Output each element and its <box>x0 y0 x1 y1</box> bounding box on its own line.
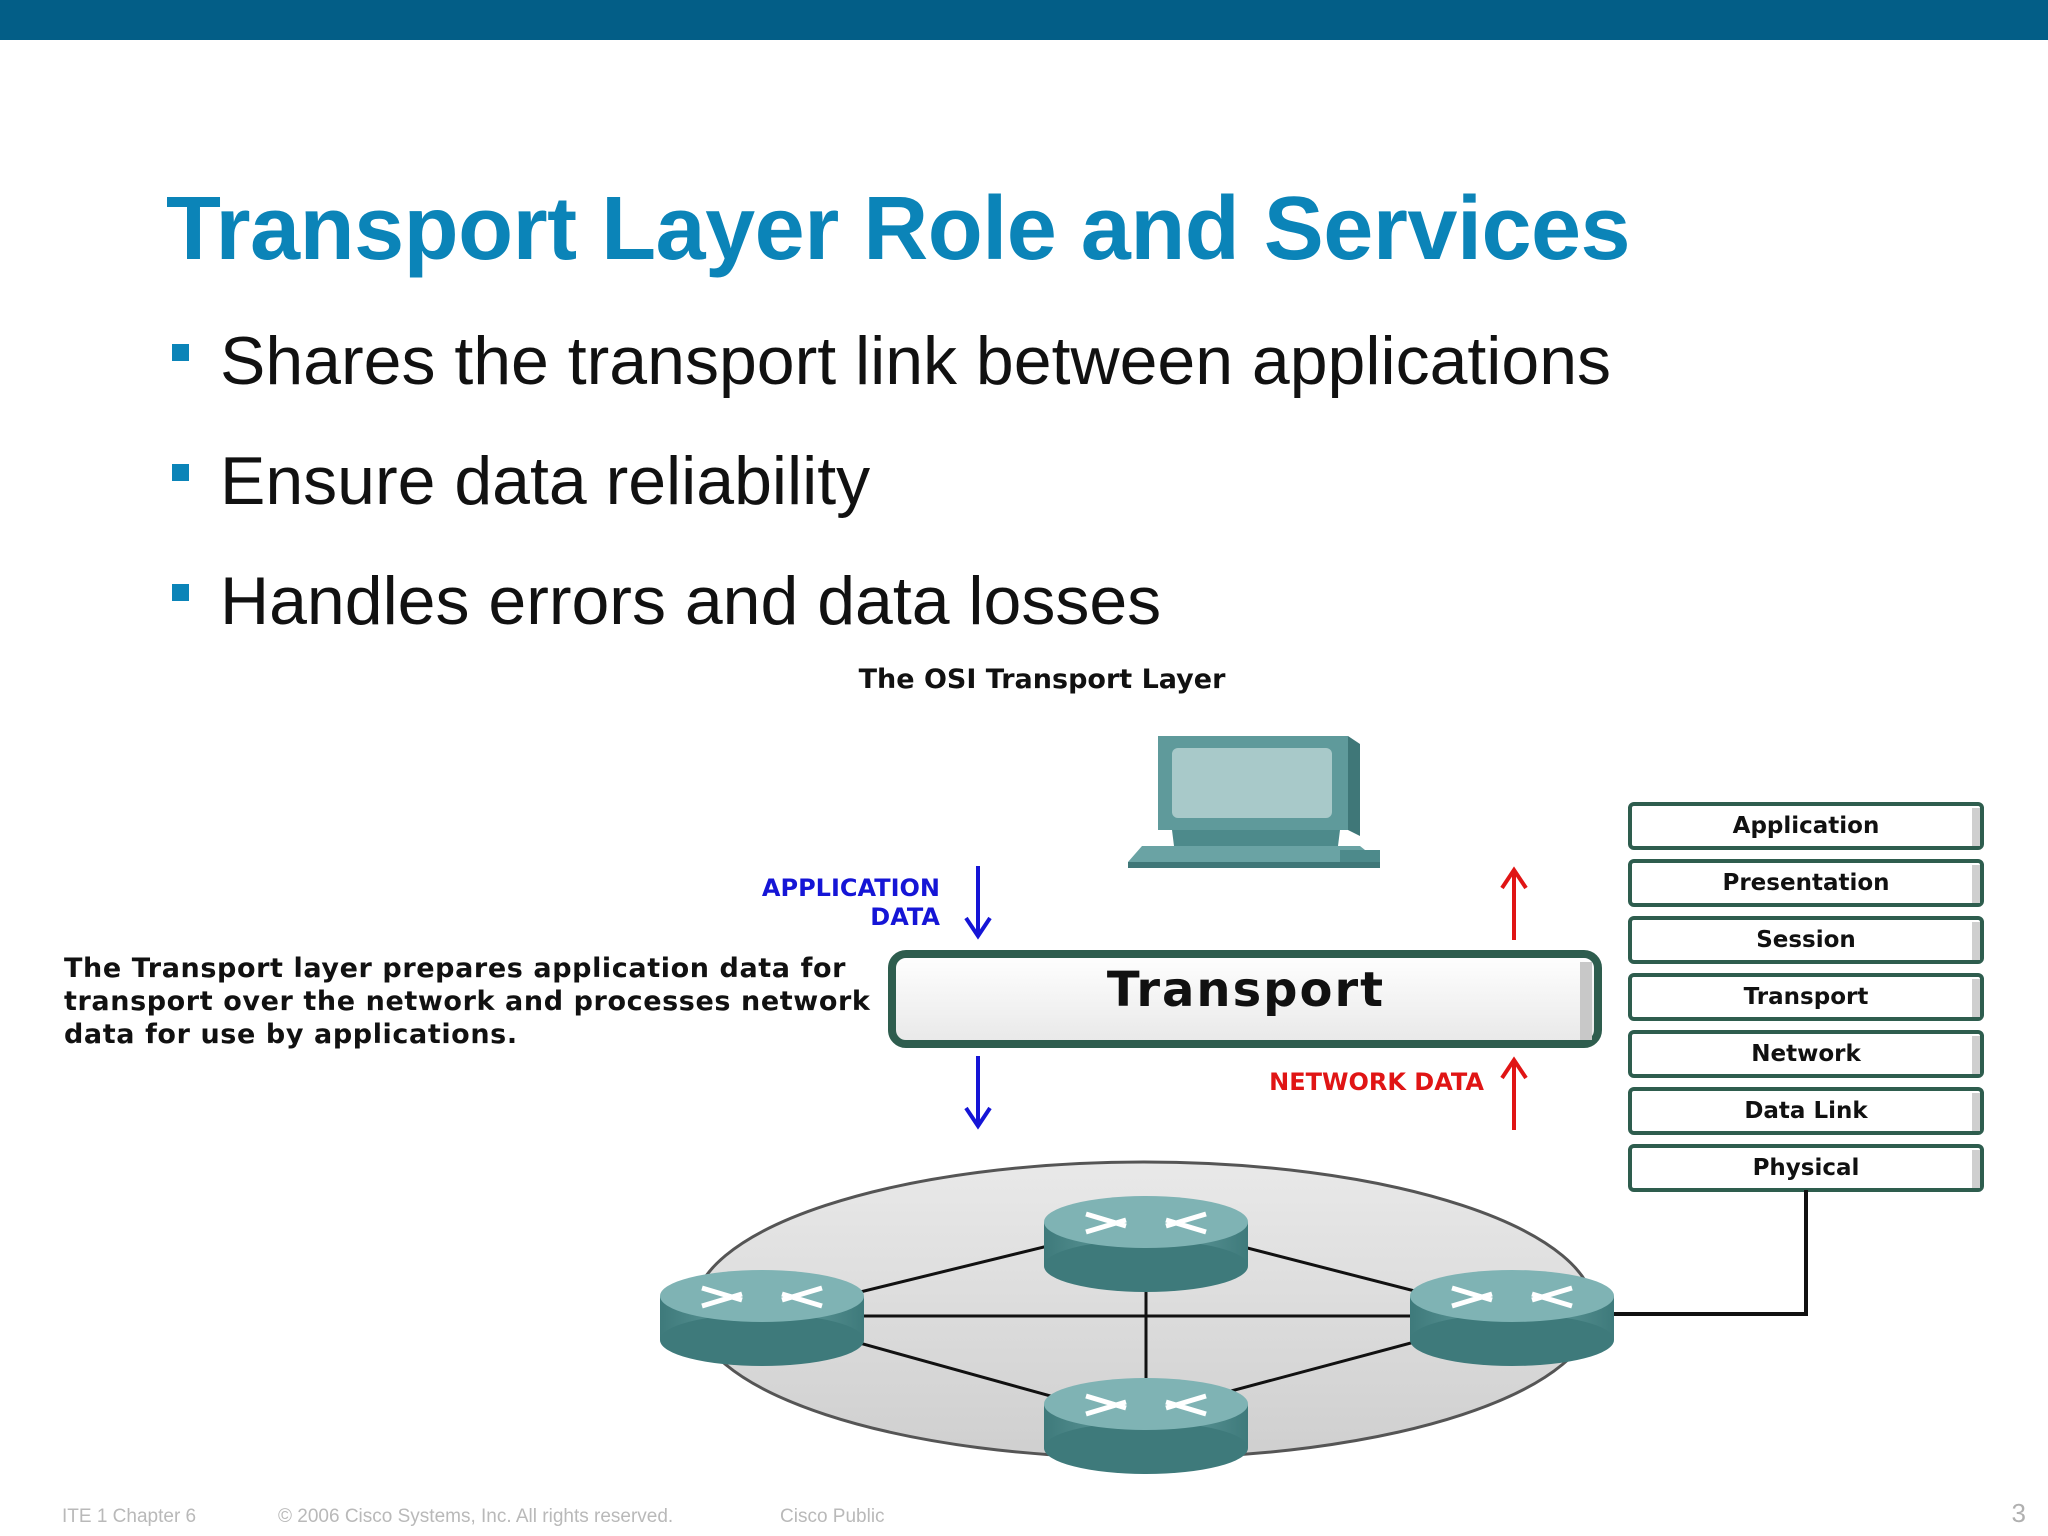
router-icon <box>1044 1196 1248 1292</box>
bullet-square-icon <box>172 464 189 481</box>
osi-stack: Application Presentation Session Transpo… <box>1628 802 1984 1192</box>
figure-description: The Transport layer prepares application… <box>64 953 871 1050</box>
bullet-text: Shares the transport link between applic… <box>220 323 1612 399</box>
osi-layer-label: Network <box>1751 1041 1861 1067</box>
osi-layer-label: Data Link <box>1744 1098 1868 1124</box>
top-bar <box>0 0 2048 40</box>
computer-icon <box>1128 736 1380 868</box>
footer-copyright: © 2006 Cisco Systems, Inc. All rights re… <box>278 1506 674 1527</box>
figure-title: The OSI Transport Layer <box>859 664 1226 695</box>
osi-layer-presentation: Presentation <box>1628 859 1984 907</box>
osi-layer-session: Session <box>1628 916 1984 964</box>
router-icon <box>1044 1378 1248 1474</box>
page-number: 3 <box>2011 1498 2026 1528</box>
physical-link-line <box>1590 1190 1808 1316</box>
osi-layer-physical: Physical <box>1628 1144 1984 1192</box>
osi-layer-label: Presentation <box>1722 870 1889 896</box>
app-data-label-line1: APPLICATION <box>762 874 940 902</box>
network-data-label: NETWORK DATA <box>1269 1068 1484 1096</box>
osi-layer-network: Network <box>1628 1030 1984 1078</box>
transport-box-label: Transport <box>1107 962 1385 1018</box>
router-icon <box>660 1270 864 1366</box>
osi-layer-transport: Transport <box>1628 973 1984 1021</box>
bullet-square-icon <box>172 344 189 361</box>
router-icon <box>1410 1270 1614 1366</box>
footer-classification: Cisco Public <box>780 1506 885 1527</box>
osi-layer-application: Application <box>1628 802 1984 850</box>
osi-layer-label: Application <box>1733 813 1880 839</box>
osi-layer-label: Transport <box>1744 984 1869 1010</box>
osi-layer-label: Physical <box>1753 1155 1860 1181</box>
bullet-square-icon <box>172 584 189 601</box>
osi-layer-data-link: Data Link <box>1628 1087 1984 1135</box>
transport-box <box>888 950 1602 1048</box>
bullet-text: Handles errors and data losses <box>220 563 1162 639</box>
bullet-text: Ensure data reliability <box>220 443 871 519</box>
osi-layer-label: Session <box>1756 927 1856 953</box>
slide-title: Transport Layer Role and Services <box>166 179 1631 279</box>
app-data-label-line2: DATA <box>870 903 940 931</box>
footer-chapter: ITE 1 Chapter 6 <box>62 1506 197 1527</box>
